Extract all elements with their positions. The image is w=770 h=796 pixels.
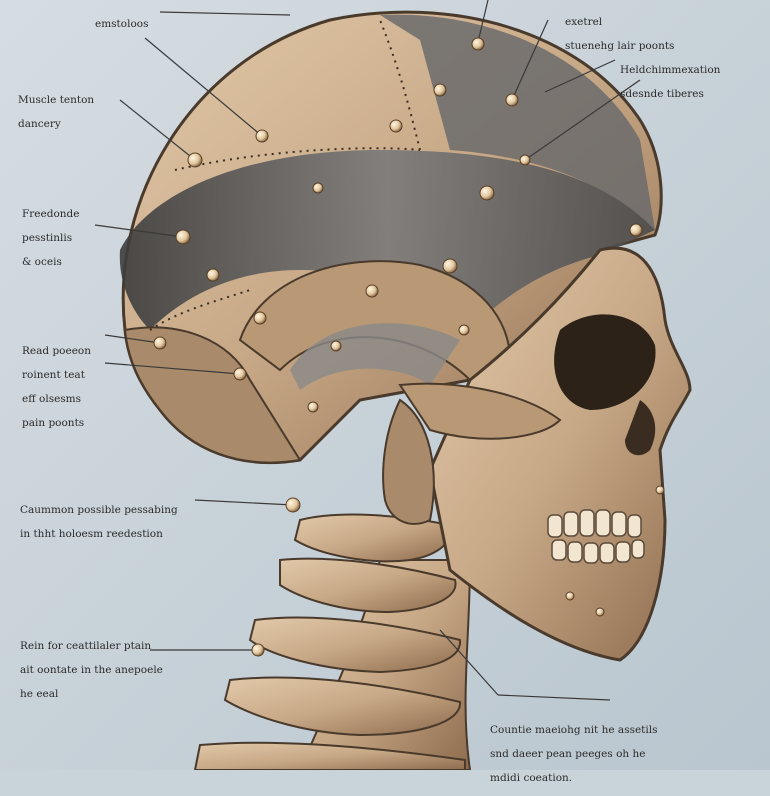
acupressure-point-icon [458, 324, 470, 336]
acupressure-point-icon [389, 119, 403, 133]
label-read-points: Read poeeon roinent teat eff olsesms pai… [22, 345, 91, 429]
acupressure-point-icon [285, 497, 301, 513]
acupressure-point-icon [365, 284, 379, 298]
acupressure-point-icon [519, 154, 531, 166]
acupressure-point-icon [233, 367, 247, 381]
acupressure-point-icon [206, 268, 220, 282]
acupressure-point-icon [187, 152, 203, 168]
acupressure-point-icon [251, 643, 265, 657]
acupressure-point-icon [655, 485, 665, 495]
acupressure-point-icon [565, 591, 575, 601]
acupressure-point-icon [433, 83, 447, 97]
acupressure-point-icon [153, 336, 167, 350]
label-top-right: exetrel stuenehg lair poonts [565, 16, 675, 52]
acupressure-point-icon [307, 401, 319, 413]
label-rein: Rein for ceattilaler ptain ait oontate i… [20, 640, 163, 700]
acupressure-points [153, 37, 665, 657]
acupressure-point-icon [253, 311, 267, 325]
label-top-left: emstoloos [95, 18, 149, 30]
cervical-spine-illustration [193, 513, 472, 770]
acupressure-point-icon [629, 223, 643, 237]
acupressure-point-icon [330, 340, 342, 352]
label-common-possible: Caummon possible pessabing in thht holoe… [20, 504, 178, 540]
acupressure-point-icon [505, 93, 519, 107]
label-upper-right: Heldchimmexation sdesnde tiberes [620, 64, 721, 100]
leader-lines [94, 0, 641, 701]
acupressure-point-icon [312, 182, 324, 194]
anatomy-illustration [0, 0, 770, 770]
label-bottom: Countie maeiohg nit he assetils snd daee… [490, 724, 658, 784]
acupressure-point-icon [175, 229, 191, 245]
acupressure-point-icon [442, 258, 458, 274]
label-freedonde: Freedonde pesstinlis & oceis [22, 208, 80, 268]
acupressure-point-icon [595, 607, 605, 617]
label-muscle-tension: Muscle tenton dancery [18, 94, 95, 130]
acupressure-point-icon [255, 129, 269, 143]
acupressure-point-icon [471, 37, 485, 51]
acupressure-point-icon [479, 185, 495, 201]
skull-illustration [119, 10, 692, 662]
